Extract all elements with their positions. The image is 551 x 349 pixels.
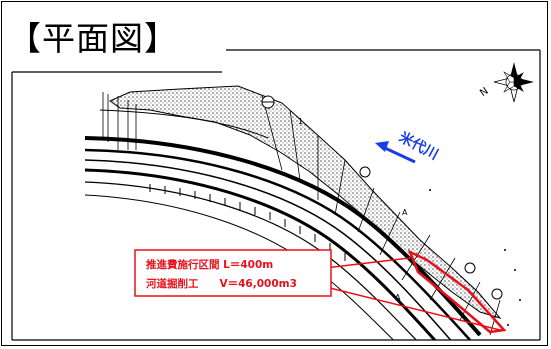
construction-section-outline: [407, 249, 507, 334]
callout-line-2: 河道掘削工 V＝46,000m3: [146, 277, 297, 290]
cross-section-lines: [261, 94, 501, 336]
scatter-dots: [429, 189, 521, 326]
bank-ticks: [149, 184, 346, 261]
flow-direction-arrow-icon: [375, 141, 416, 164]
excavation-area: [108, 85, 502, 319]
svg-text:1: 1: [298, 117, 303, 126]
svg-text:N: N: [478, 86, 490, 99]
river-channel: [84, 109, 482, 340]
section-lines-left: [102, 92, 137, 150]
drawing-marks: 1 A A: [298, 117, 408, 302]
river-label: 米代川: [396, 129, 441, 164]
callout-box: 推進費施行区間 L＝400m 河道掘削工 V＝46,000m3: [134, 249, 332, 297]
page-title: 【平面図】: [8, 19, 178, 58]
survey-markers: [261, 95, 503, 300]
callout-line-1: 推進費施行区間 L＝400m: [146, 258, 273, 271]
svg-text:A: A: [402, 208, 408, 217]
svg-text:A: A: [395, 293, 401, 302]
compass-rose-icon: N: [478, 62, 534, 103]
inner-border: [11, 49, 541, 341]
